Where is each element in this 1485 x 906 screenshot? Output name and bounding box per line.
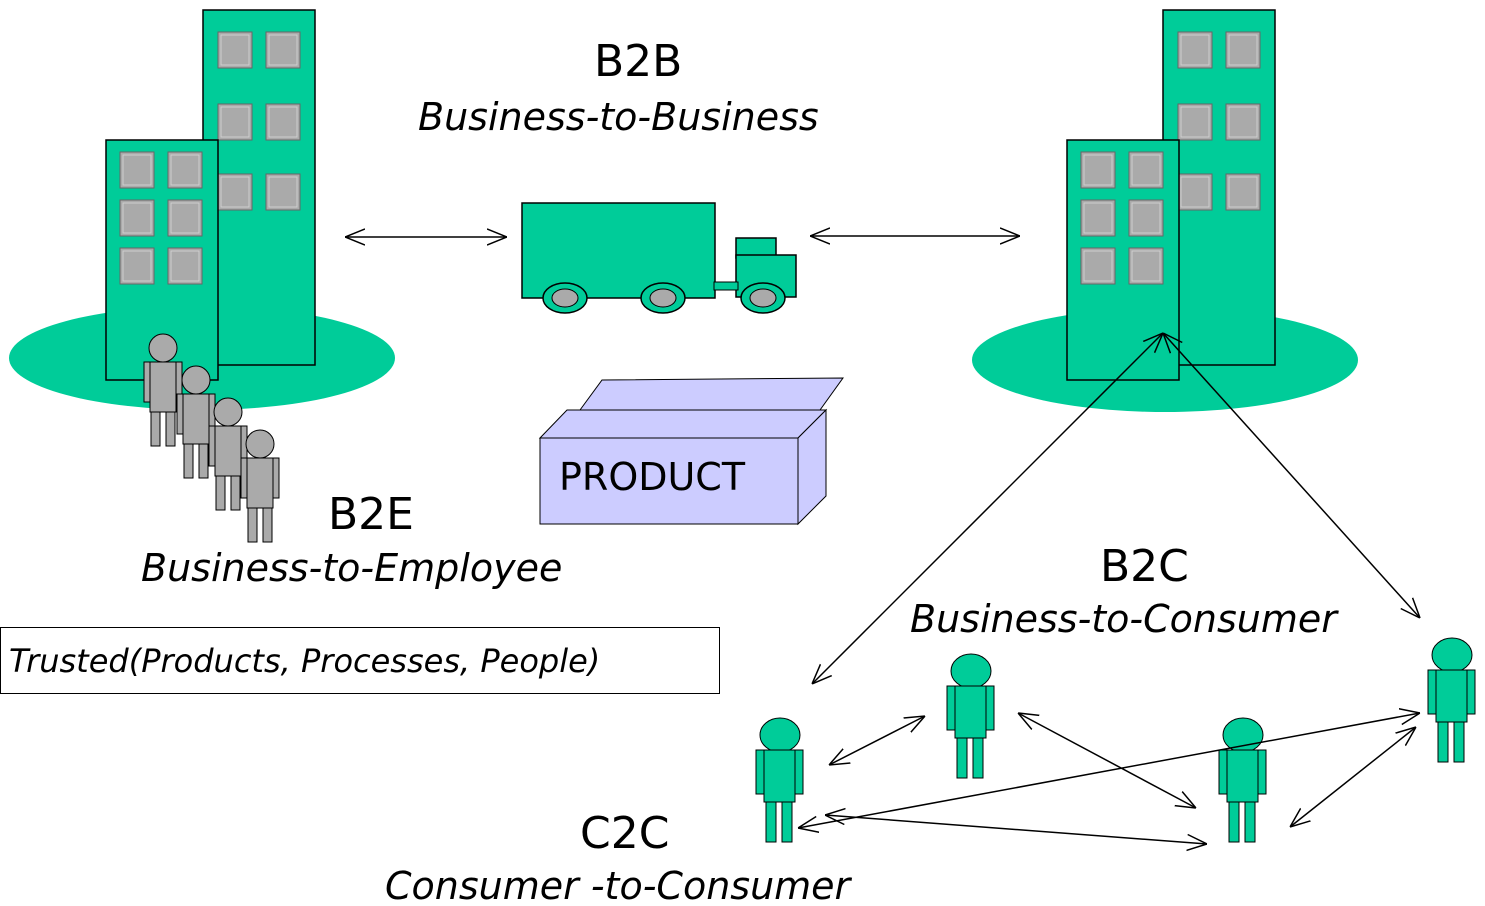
b2c-arrow-left	[812, 333, 1163, 684]
consumer-icon	[755, 717, 804, 843]
trusted-text: Trusted(Products, Processes, People)	[9, 642, 601, 680]
trusted-box: Trusted(Products, Processes, People)	[0, 627, 720, 694]
product-box-icon	[538, 377, 844, 526]
b2b-name-label: Business-to-Business	[418, 95, 819, 139]
consumer-icon	[946, 653, 995, 779]
b2e-code-label: B2E	[328, 489, 414, 540]
c2c-arrow	[825, 815, 1207, 844]
b2e-name-label: Business-to-Employee	[141, 546, 563, 590]
consumer-icon	[1427, 637, 1476, 763]
building-icon	[972, 9, 1358, 412]
b2b-code-label: B2B	[594, 36, 683, 87]
b2c-code-label: B2C	[1100, 541, 1189, 592]
product-label: PRODUCT	[559, 455, 746, 499]
delivery-truck-icon	[521, 202, 797, 314]
b2c-name-label: Business-to-Consumer	[910, 597, 1337, 641]
c2c-name-label: Consumer -to-Consumer	[385, 864, 851, 906]
c2c-code-label: C2C	[580, 808, 670, 859]
c2c-arrow	[1290, 727, 1416, 827]
employee-icon	[143, 333, 183, 447]
c2c-arrow	[1018, 713, 1196, 808]
consumer-icon	[1218, 717, 1267, 843]
c2c-arrow	[829, 716, 925, 765]
building-icon	[9, 9, 395, 410]
employee-icon	[240, 429, 280, 543]
c2c-arrow	[798, 713, 1420, 828]
b2c-arrow-right	[1163, 333, 1420, 618]
